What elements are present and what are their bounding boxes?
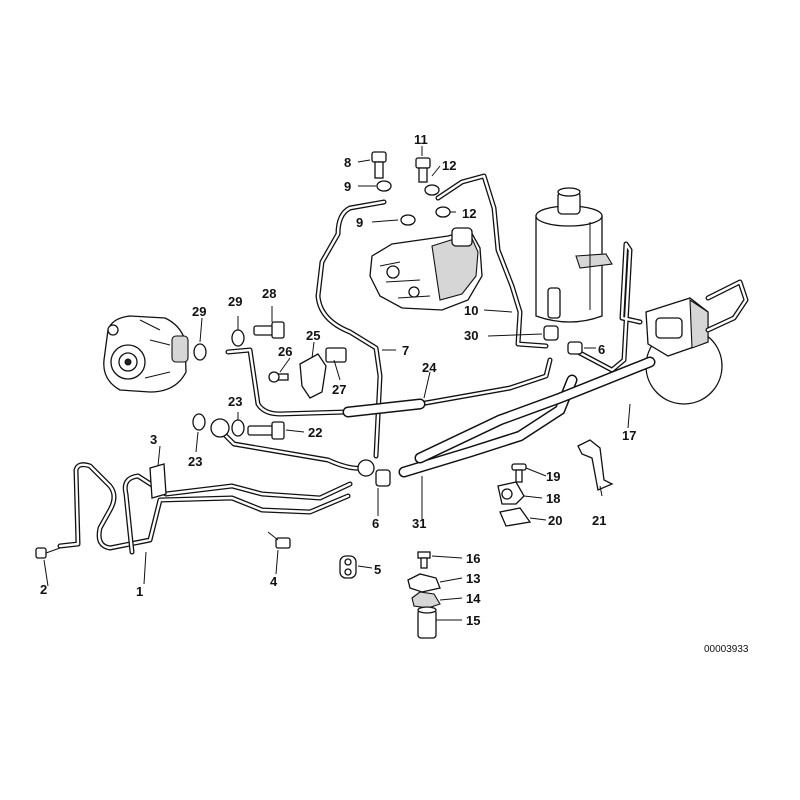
hose-clamp-6[interactable] [357,341,583,487]
callout-23a[interactable]: 23 [228,394,242,409]
callout-25[interactable]: 25 [306,328,320,343]
callout-13[interactable]: 13 [466,571,480,586]
callout-18[interactable]: 18 [546,491,560,506]
callout-9a[interactable]: 9 [344,179,351,194]
callout-11[interactable]: 11 [414,132,428,147]
callout-8[interactable]: 8 [344,155,351,170]
seal-ring-29[interactable] [193,329,245,361]
banjo-bolt-11[interactable] [415,157,431,183]
bolt-4[interactable] [267,531,291,549]
seal-ring-12[interactable] [424,184,451,218]
screw-26[interactable] [268,371,289,383]
callout-4[interactable]: 4 [270,574,278,589]
rubber-ring-14[interactable] [411,591,441,609]
callout-17[interactable]: 17 [622,428,636,443]
fluid-reservoir[interactable] [535,187,613,323]
bolt-2[interactable] [35,547,61,559]
callout-6a[interactable]: 6 [372,516,379,531]
pressure-accumulator[interactable] [645,297,723,405]
callout-23b[interactable]: 23 [188,454,202,469]
callout-19[interactable]: 19 [546,469,560,484]
hardware [35,151,614,639]
diagram-reference-number: 00003933 [704,644,749,655]
callout-12b[interactable]: 12 [462,206,476,221]
callout-22[interactable]: 22 [308,425,322,440]
callout-2[interactable]: 2 [40,582,47,597]
banjo-bolt-8[interactable] [371,151,387,179]
screw-16[interactable] [417,551,431,569]
callout-9b[interactable]: 9 [356,215,363,230]
callout-labels: 1 2 3 4 5 6 6 7 8 9 9 10 11 12 12 13 14 … [40,132,636,628]
screw-19[interactable] [511,463,527,483]
clip-5[interactable] [339,555,357,579]
clip-13[interactable] [407,573,441,593]
banjo-bolt-22[interactable] [210,418,285,440]
line-to-accumulator[interactable] [575,241,749,373]
callout-20[interactable]: 20 [548,513,562,528]
bracket-21[interactable] [577,439,614,491]
callout-6b[interactable]: 6 [598,342,605,357]
callout-7[interactable]: 7 [402,343,409,358]
seal-ring-23[interactable] [192,413,245,437]
seal-ring-9[interactable] [376,180,416,226]
pressure-line-22[interactable] [217,427,367,471]
callout-29b[interactable]: 29 [228,294,242,309]
steering-gear-box[interactable] [369,227,483,311]
bush-15[interactable] [417,606,437,639]
callout-26[interactable]: 26 [278,344,292,359]
callout-10[interactable]: 10 [464,303,478,318]
callout-21[interactable]: 21 [592,513,606,528]
callout-3[interactable]: 3 [150,432,157,447]
callout-28[interactable]: 28 [262,286,276,301]
callout-1[interactable]: 1 [136,584,143,599]
callout-30[interactable]: 30 [464,328,478,343]
suction-hose-17[interactable] [414,356,656,464]
return-line-24[interactable] [225,347,553,417]
callout-12a[interactable]: 12 [442,158,456,173]
hose-24-lower[interactable] [342,398,426,418]
leader-lines [43,146,631,621]
bracket-25[interactable] [299,347,347,399]
callout-29a[interactable]: 29 [192,304,206,319]
clip-20[interactable] [499,507,532,527]
callout-27[interactable]: 27 [332,382,346,397]
pressure-line-1[interactable] [57,462,353,555]
bracket-3[interactable] [149,463,167,499]
return-line-10[interactable] [435,173,549,349]
callout-5[interactable]: 5 [374,562,381,577]
callout-14[interactable]: 14 [466,591,481,606]
callout-24[interactable]: 24 [422,360,437,375]
callout-15[interactable]: 15 [466,613,480,628]
callout-31[interactable]: 31 [412,516,426,531]
expansion-hose-7[interactable] [315,199,387,459]
callout-16[interactable]: 16 [466,551,480,566]
banjo-bolt-28[interactable] [253,321,285,339]
hose-clamp-30[interactable] [543,325,559,341]
power-steering-pump[interactable] [103,315,189,393]
clamp-18[interactable] [497,481,525,505]
